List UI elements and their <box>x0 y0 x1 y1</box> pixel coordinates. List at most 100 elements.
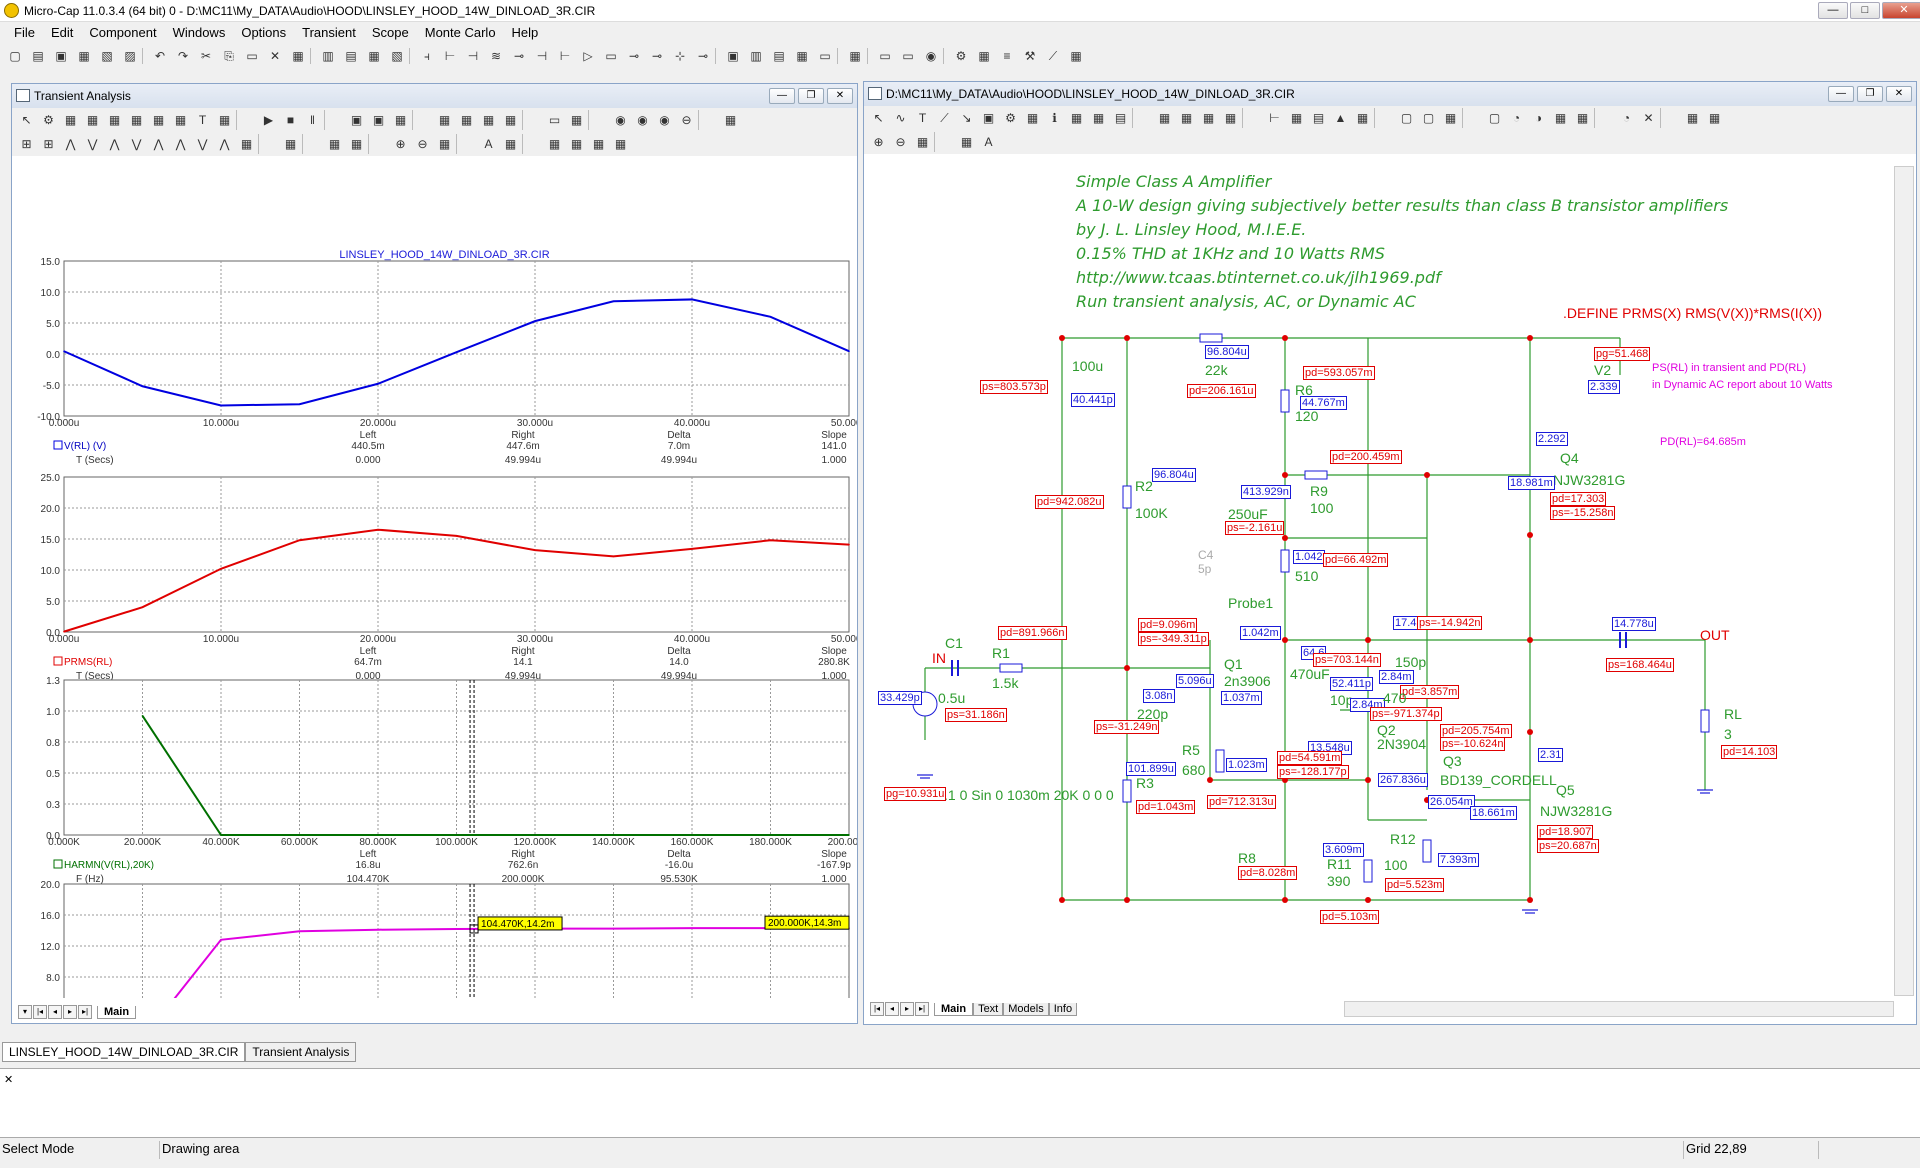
transient-restore-button[interactable]: ❐ <box>798 88 824 104</box>
main-tool-3-icon[interactable]: ▦ <box>78 49 90 63</box>
output-close-icon[interactable]: ✕ <box>4 1074 14 1086</box>
tr2-tool-3-icon[interactable]: ⋁ <box>87 137 98 151</box>
tab-last-button[interactable]: ▸| <box>78 1005 92 1019</box>
schematic-label[interactable]: 510 <box>1295 568 1319 584</box>
main-tool-25-icon[interactable]: ⊣ <box>536 49 548 63</box>
schematic-label[interactable]: 100 <box>1310 500 1334 516</box>
sch-tab-next-button[interactable]: ▸ <box>900 1002 914 1016</box>
main-tool-27-icon[interactable]: ▷ <box>583 49 593 63</box>
main-tool-0-icon[interactable]: ▢ <box>9 49 21 63</box>
main-tool-18-icon[interactable]: ▧ <box>391 49 403 63</box>
tr2-tool-7-icon[interactable]: ⋀ <box>175 137 186 151</box>
schematic-label[interactable]: RL <box>1724 706 1742 722</box>
menu-options[interactable]: Options <box>241 24 287 40</box>
tr2-tool-25-icon[interactable]: ▦ <box>570 137 583 151</box>
main-tool-32-icon[interactable]: ⊸ <box>697 49 709 63</box>
series-expression[interactable]: PRMS(RL) <box>64 657 112 668</box>
schematic-minimize-button[interactable]: — <box>1828 86 1854 102</box>
sc1-tool-14-icon[interactable]: ▦ <box>1180 111 1193 125</box>
tr1-tool-15-icon[interactable]: ▣ <box>350 113 363 127</box>
main-tool-22-icon[interactable]: ⊣ <box>467 49 479 63</box>
schematic-label[interactable]: 470 <box>1383 690 1407 706</box>
tr1-tool-0-icon[interactable]: ↖ <box>21 113 32 127</box>
main-tool-51-icon[interactable]: ▦ <box>1070 49 1082 63</box>
schematic-label[interactable]: R6 <box>1295 382 1313 398</box>
schematic-label[interactable]: 0.5u <box>938 690 966 706</box>
tr2-tool-14-icon[interactable]: ▦ <box>328 137 341 151</box>
main-tool-48-icon[interactable]: ≡ <box>1003 49 1011 63</box>
main-tool-9-icon[interactable]: ✂ <box>200 49 212 63</box>
main-tool-15-icon[interactable]: ▥ <box>322 49 334 63</box>
sc1-tool-21-icon[interactable]: ▲ <box>1334 111 1347 125</box>
schematic-label[interactable]: R11 <box>1327 856 1352 872</box>
schematic-label[interactable]: NJW3281G <box>1540 803 1613 819</box>
sc2-tool-2-icon[interactable]: ▦ <box>916 135 929 149</box>
schematic-label[interactable]: 470uF <box>1290 666 1330 682</box>
main-tool-44-icon[interactable]: ◉ <box>925 49 937 63</box>
output-window[interactable]: ✕ <box>0 1068 1920 1138</box>
main-tool-16-icon[interactable]: ▤ <box>345 49 357 63</box>
sc1-tool-31-icon[interactable]: ▦ <box>1554 111 1567 125</box>
menu-edit[interactable]: Edit <box>50 24 74 40</box>
sc1-tool-28-icon[interactable]: ▢ <box>1488 111 1501 125</box>
main-tool-40-icon[interactable]: ▦ <box>849 49 861 63</box>
schematic-label[interactable]: R8 <box>1238 850 1256 866</box>
schematic-label[interactable]: 2N3904 <box>1377 736 1427 752</box>
schematic-label[interactable]: C4 <box>1198 548 1214 562</box>
tr1-tool-11-icon[interactable]: ▶ <box>263 113 274 127</box>
transient-minimize-button[interactable]: — <box>769 88 795 104</box>
main-tool-24-icon[interactable]: ⊸ <box>513 49 525 63</box>
menu-windows[interactable]: Windows <box>172 24 226 40</box>
tr1-tool-20-icon[interactable]: ▦ <box>460 113 473 127</box>
sch-tab-info[interactable]: Info <box>1048 1002 1078 1016</box>
schematic-label[interactable]: Q2 <box>1377 722 1396 738</box>
tr1-tool-3-icon[interactable]: ▦ <box>86 113 99 127</box>
tr1-tool-21-icon[interactable]: ▦ <box>482 113 495 127</box>
menu-file[interactable]: File <box>14 24 35 40</box>
tr1-tool-6-icon[interactable]: ▦ <box>152 113 165 127</box>
schematic-label[interactable]: Q5 <box>1556 782 1575 798</box>
sc1-tool-6-icon[interactable]: ⚙ <box>1005 111 1016 125</box>
main-tool-34-icon[interactable]: ▣ <box>727 49 739 63</box>
sc1-tool-11-icon[interactable]: ▤ <box>1114 111 1127 125</box>
tr1-tool-13-icon[interactable]: ‖ <box>310 113 315 127</box>
tr2-tool-6-icon[interactable]: ⋀ <box>153 137 164 151</box>
schematic-label[interactable]: 22k <box>1205 362 1228 378</box>
close-button[interactable]: ✕ <box>1882 2 1920 19</box>
tr2-tool-4-icon[interactable]: ⋀ <box>109 137 120 151</box>
main-tool-35-icon[interactable]: ▥ <box>750 49 762 63</box>
doc-tab-transient[interactable]: Transient Analysis <box>245 1042 357 1062</box>
main-tool-10-icon[interactable]: ⎘ <box>224 48 234 63</box>
schematic-label[interactable]: C1 <box>945 635 963 651</box>
schematic-label[interactable]: IN <box>932 650 946 666</box>
tab-dropdown[interactable]: ▾ <box>18 1005 32 1019</box>
tr2-tool-8-icon[interactable]: ⋁ <box>197 137 208 151</box>
main-tool-8-icon[interactable]: ↷ <box>177 49 189 63</box>
sc2-tool-0-icon[interactable]: ⊕ <box>873 135 884 149</box>
tr2-tool-22-icon[interactable]: ▦ <box>504 137 517 151</box>
sc1-tool-5-icon[interactable]: ▣ <box>982 111 995 125</box>
main-tool-28-icon[interactable]: ▭ <box>605 49 617 63</box>
sc1-tool-13-icon[interactable]: ▦ <box>1158 111 1171 125</box>
main-tool-11-icon[interactable]: ▭ <box>246 49 258 63</box>
tr2-tool-26-icon[interactable]: ▦ <box>592 137 605 151</box>
schematic-close-button[interactable]: ✕ <box>1886 86 1912 102</box>
main-tool-26-icon[interactable]: ⊢ <box>559 49 571 63</box>
main-tool-36-icon[interactable]: ▤ <box>773 49 785 63</box>
sc1-tool-34-icon[interactable]: ◔ <box>1622 111 1631 125</box>
tr2-tool-5-icon[interactable]: ⋁ <box>131 137 142 151</box>
menu-scope[interactable]: Scope <box>371 24 409 40</box>
schematic-label[interactable]: R2 <box>1135 478 1153 494</box>
tr1-tool-2-icon[interactable]: ▦ <box>64 113 77 127</box>
tr2-tool-19-icon[interactable]: ▦ <box>438 137 451 151</box>
main-tool-21-icon[interactable]: ⊢ <box>444 49 456 63</box>
schematic-label[interactable]: Q4 <box>1560 450 1579 466</box>
schematic-label[interactable]: R9 <box>1310 483 1328 499</box>
sch-tab-last-button[interactable]: ▸| <box>915 1002 929 1016</box>
tr1-tool-1-icon[interactable]: ⚙ <box>43 113 54 127</box>
main-tool-38-icon[interactable]: ▭ <box>819 49 831 63</box>
main-tool-1-icon[interactable]: ▤ <box>32 49 44 63</box>
tr1-tool-7-icon[interactable]: ▦ <box>174 113 187 127</box>
menu-transient[interactable]: Transient <box>302 24 356 40</box>
